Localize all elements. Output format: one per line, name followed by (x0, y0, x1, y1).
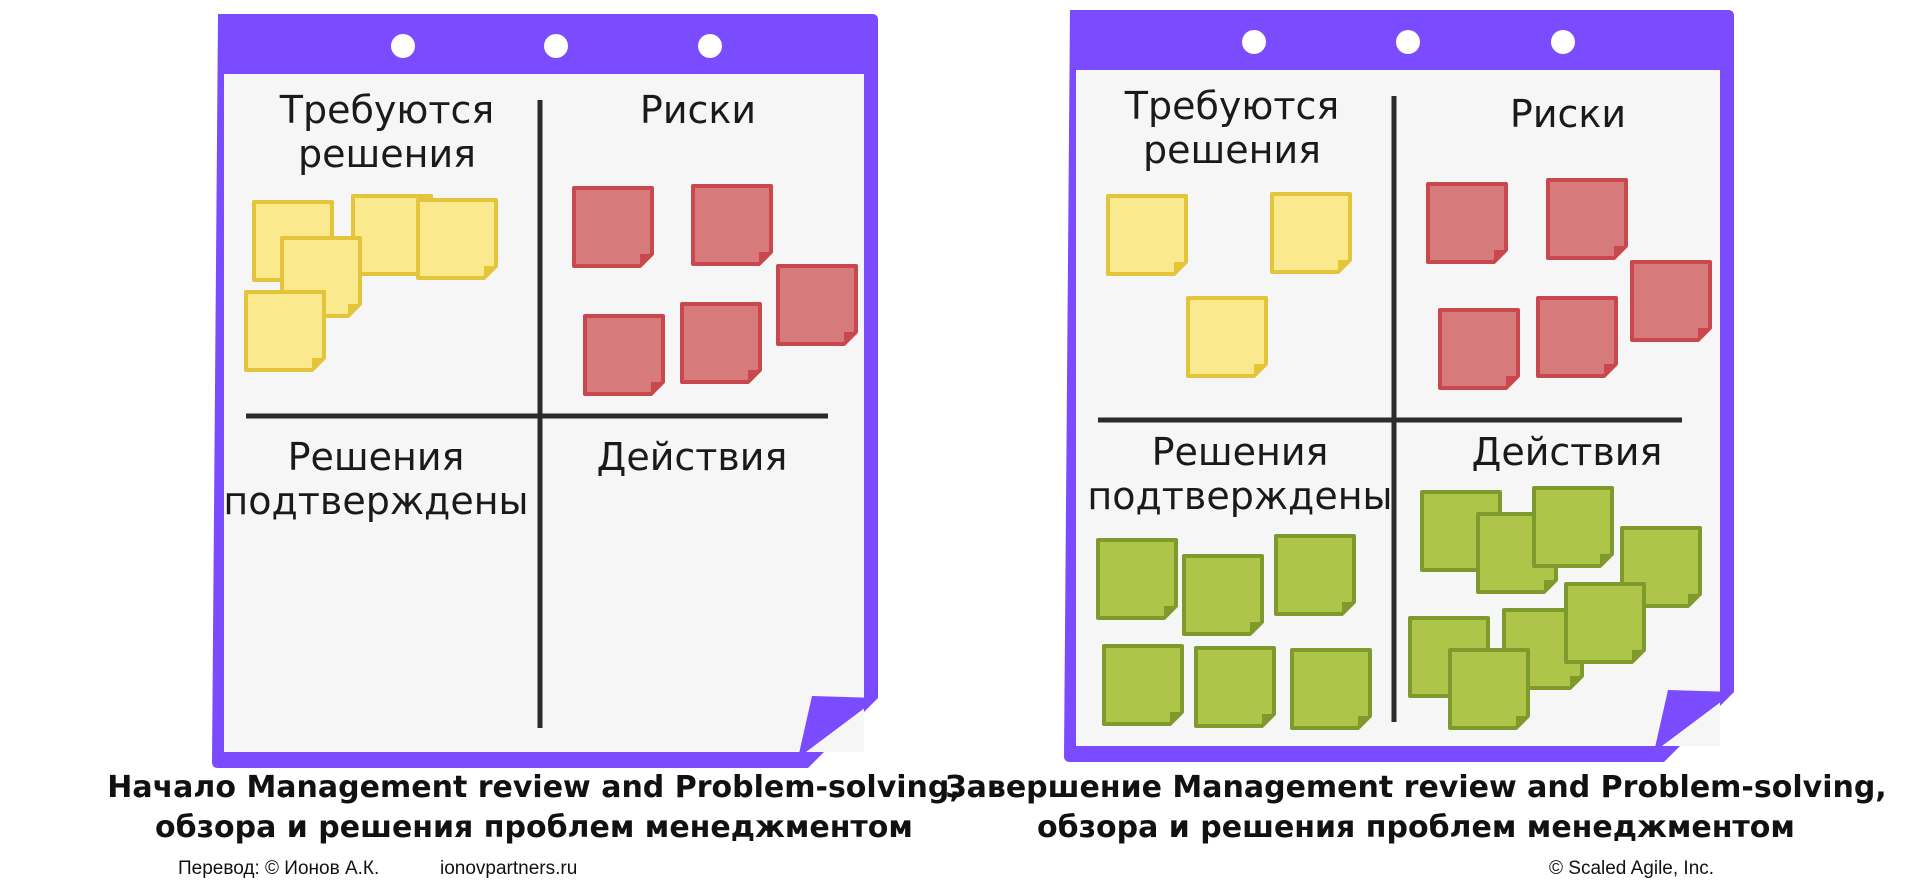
board-end-page-curl (1654, 690, 1734, 752)
board-end-binder-hole (1396, 30, 1420, 54)
yellow-sticky-note-fold (484, 266, 496, 278)
quadrant-title-decisions-needed: Требуются решения (1124, 84, 1340, 172)
red-sticky-note-fold (640, 254, 652, 266)
board-start-canvas (212, 14, 878, 768)
quadrant-title-decisions-confirmed: Решения подтверждены (223, 435, 529, 523)
copyright-notice: © Scaled Agile, Inc. (1549, 858, 1715, 879)
board-end-binder-hole (1551, 30, 1575, 54)
green-sticky-note-fold (1688, 594, 1700, 606)
red-sticky-note-fold (748, 370, 760, 382)
red-sticky-note-fold (759, 252, 771, 264)
red-sticky-note-fold (1698, 328, 1710, 340)
quadrant-title-decisions-needed: Требуются решения (279, 88, 495, 176)
green-sticky-note-fold (1358, 716, 1370, 728)
red-sticky-note-fold (1604, 364, 1616, 376)
green-sticky-note-fold (1170, 712, 1182, 724)
yellow-sticky-note-fold (1338, 260, 1350, 272)
board-end-binder-hole (1242, 30, 1266, 54)
green-sticky-note-fold (1164, 606, 1176, 618)
yellow-sticky-note-fold (312, 358, 324, 370)
board-start-binder-hole (391, 34, 415, 58)
quadrant-title-actions: Действия (596, 435, 788, 479)
board-start-page-curl (798, 696, 878, 758)
quadrant-title-actions: Действия (1471, 430, 1663, 474)
quadrant-title-risks: Риски (1509, 92, 1627, 136)
board-end-caption: Завершение Management review and Problem… (945, 770, 1887, 845)
quadrant-title-decisions-confirmed: Решения подтверждены (1087, 430, 1393, 518)
red-sticky-note-fold (844, 332, 856, 344)
yellow-sticky-note-fold (348, 304, 360, 316)
board-start: Требуются решения Риски Решения подтверж… (107, 14, 961, 845)
green-sticky-note-fold (1262, 714, 1274, 726)
green-sticky-note-fold (1250, 622, 1262, 634)
red-sticky-note-fold (651, 382, 663, 394)
red-sticky-note-fold (1494, 250, 1506, 262)
board-start-binder-hole (698, 34, 722, 58)
green-sticky-note-fold (1544, 580, 1556, 592)
green-sticky-note-fold (1632, 650, 1644, 662)
green-sticky-note-fold (1342, 602, 1354, 614)
yellow-sticky-note-fold (1174, 262, 1186, 274)
green-sticky-note-fold (1600, 554, 1612, 566)
yellow-sticky-note-fold (1254, 364, 1266, 376)
red-sticky-note-fold (1506, 376, 1518, 388)
translator-site-link[interactable]: ionovpartners.ru (440, 858, 578, 879)
translation-credit: Перевод: © Ионов А.К. (178, 858, 380, 879)
green-sticky-note-fold (1570, 676, 1582, 688)
board-start-caption: Начало Management review and Problem-sol… (107, 770, 961, 845)
green-sticky-note-fold (1516, 716, 1528, 728)
board-start-binder-hole (544, 34, 568, 58)
quadrant-title-risks: Риски (639, 88, 757, 132)
red-sticky-note-fold (1614, 246, 1626, 258)
